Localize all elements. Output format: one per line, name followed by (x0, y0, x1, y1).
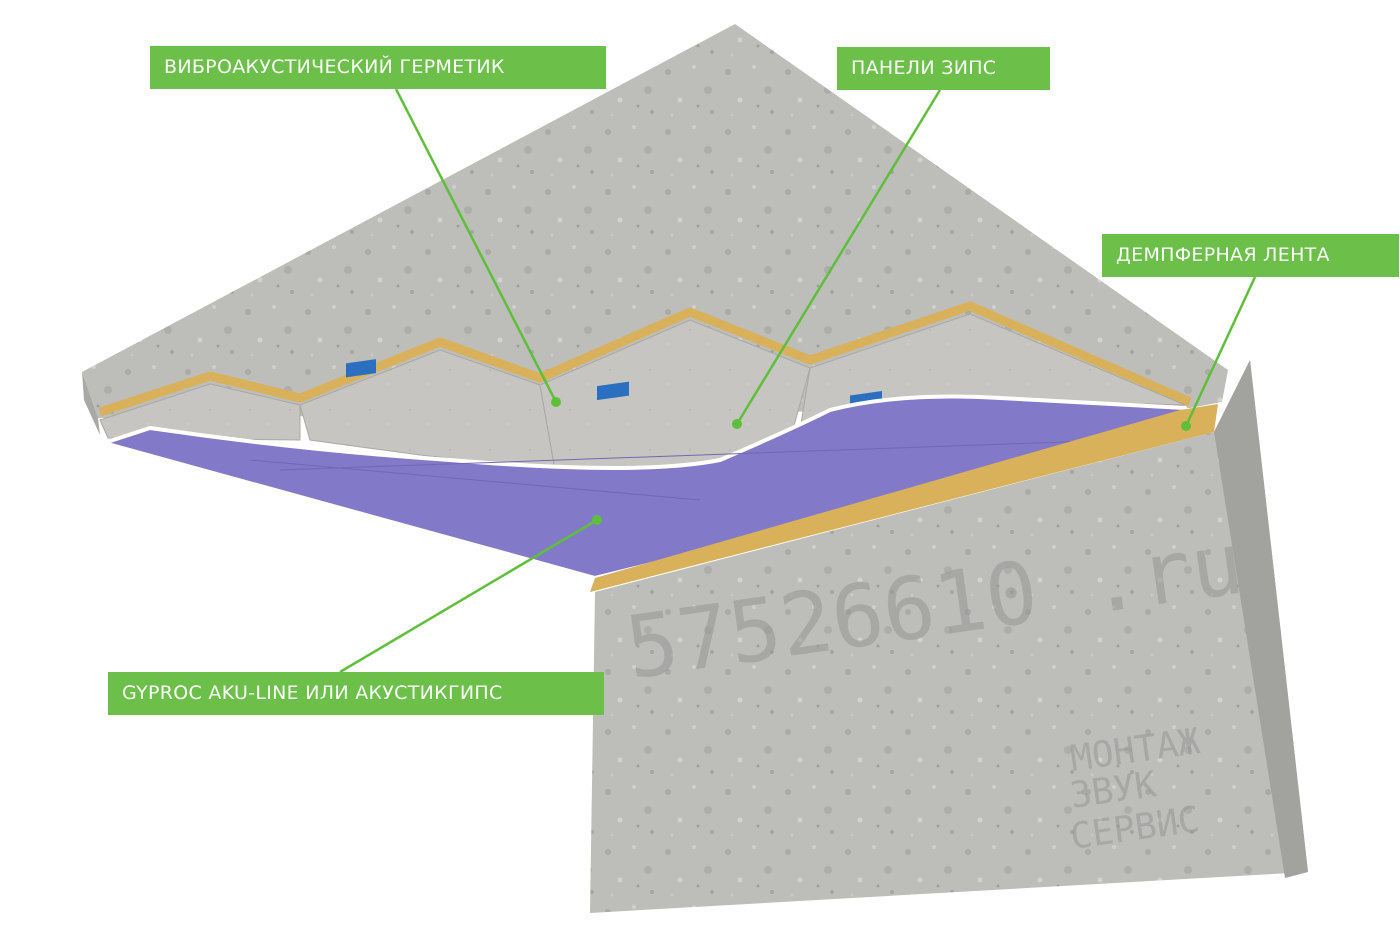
zips-panel-1 (99, 383, 301, 441)
damping-tape-line (98, 301, 1192, 417)
pointer-dot-tape (1181, 421, 1191, 431)
concrete-slab-edge (82, 372, 100, 435)
label-damping-tape: ДЕМПФЕРНАЯ ЛЕНТА (1102, 234, 1399, 277)
pointer-dot-sealant (551, 397, 561, 407)
pointer-line-zips (735, 89, 942, 425)
panel-sticker-2 (597, 381, 629, 401)
label-vibroacoustic-sealant: ВИБРОАКУСТИЧЕСКИЙ ГЕРМЕТИК (150, 46, 606, 89)
gyproc-board-layer (102, 394, 1187, 580)
concrete-wall (590, 360, 1308, 913)
damping-tape-perimeter (590, 404, 1218, 592)
label-gyproc-aku-line: GYPROC AKU-LINE ИЛИ АКУСТИКГИПС (108, 672, 604, 715)
concrete-wall-side (1214, 360, 1308, 878)
pointer-line-tape (1184, 276, 1257, 427)
pointer-dot-gyproc (592, 515, 602, 525)
gyproc-board-seam (249, 439, 1121, 501)
pointer-dot-zips (732, 419, 742, 429)
pointer-line-sealant (394, 88, 558, 403)
label-zips-panels: ПАНЕЛИ ЗИПС (837, 47, 1050, 90)
pointer-line-gyproc (339, 518, 598, 674)
panel-sticker-1 (346, 359, 376, 378)
